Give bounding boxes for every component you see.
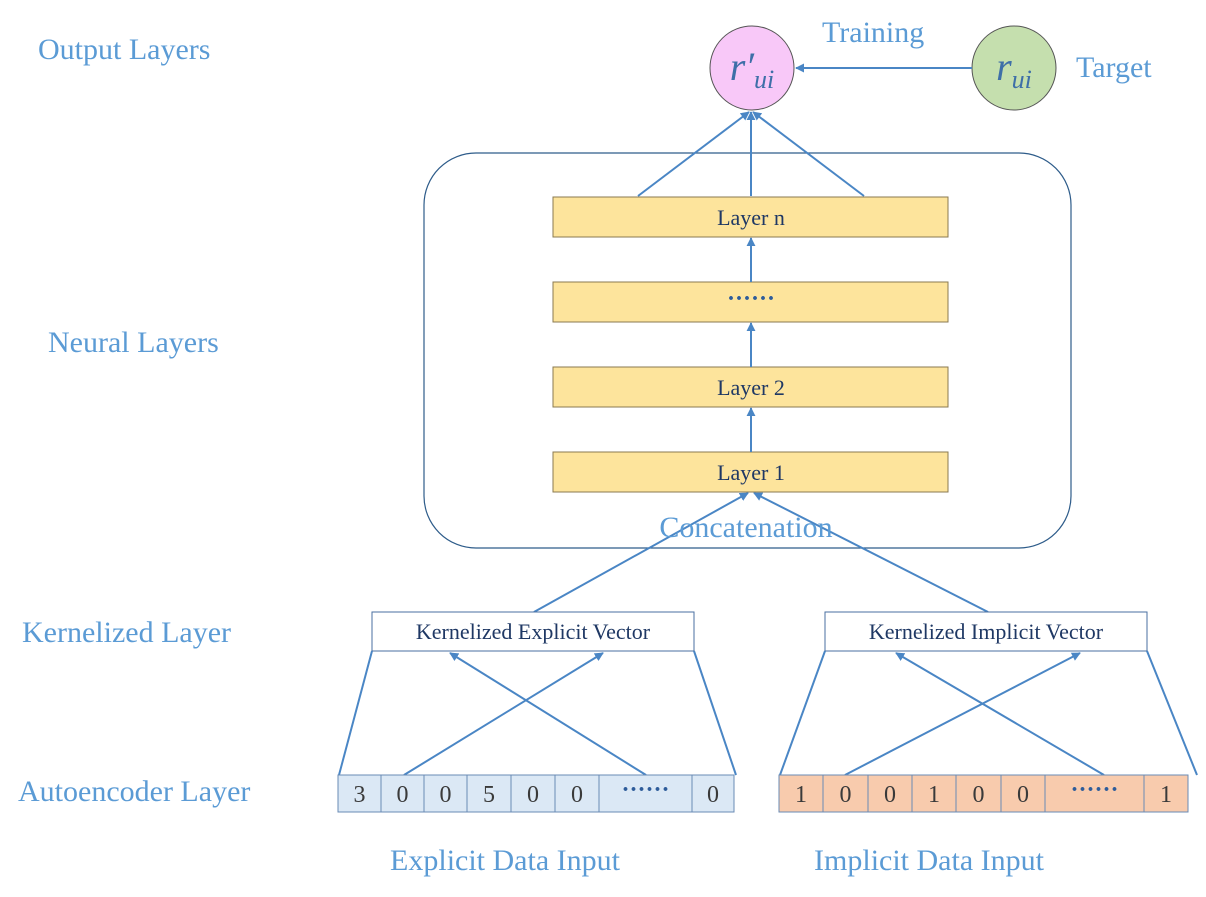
layer-2-block: Layer 2 [552,366,949,408]
concat-arrow-explicit [533,492,749,613]
explicit-input-cell-value: 0 [397,782,409,808]
explicit-input-cell: 5 [466,774,512,813]
kernelized-layer-label: Kernelized Layer [22,616,231,649]
implicit-input-cell: 0 [1000,774,1046,813]
implicit-input-cell-value: 0 [840,782,852,808]
prediction-node [709,25,795,111]
explicit-input-cell: 0 [554,774,600,813]
explicit-input-cell: 0 [423,774,468,813]
explicit-cross-arrow-1 [403,652,604,776]
concatenation-label: Concatenation [659,511,832,544]
target-symbol: rui [996,44,1032,94]
implicit-input-cell-value: 1 [1160,782,1172,808]
layer-1-block: Layer 1 [552,451,949,493]
output-arrow-right [752,111,865,197]
explicit-input-cell: ······ [598,774,693,813]
implicit-cross-arrow-1 [844,652,1081,776]
implicit-input-cell-value: 0 [973,782,985,808]
implicit-input-cell: 1 [1143,774,1189,813]
implicit-funnel-left [779,650,826,776]
layer-2-label: Layer 2 [717,375,785,400]
implicit-input-cell: 1 [778,774,824,813]
explicit-input-cell-value: 0 [571,782,583,808]
training-label: Training [822,16,924,49]
explicit-input-vector: 3 0 0 5 0 0 ······ 0 [337,774,735,813]
implicit-input-cell: 0 [867,774,913,813]
explicit-input-cell-value: 0 [527,782,539,808]
explicit-input-cell-value: 3 [354,782,366,808]
implicit-input-cell: 0 [955,774,1002,813]
implicit-cross-arrow-2 [895,652,1105,776]
prediction-symbol: r′ui [730,44,775,94]
output-arrow-left [637,111,750,197]
layer-ellipsis-block: ······ [552,281,949,323]
layer-n-label: Layer n [717,205,785,230]
target-label: Target [1076,51,1152,84]
explicit-input-cell-value: 5 [483,782,495,808]
concat-arrow-implicit [753,492,989,613]
layer-n-block: Layer n [552,196,949,238]
kernelized-implicit-label: Kernelized Implicit Vector [869,619,1104,644]
explicit-input-cell-value: 0 [440,782,452,808]
implicit-input-cell-value: 0 [884,782,896,808]
layer-ellipsis-label: ······ [727,286,775,312]
explicit-input-cell-value: 0 [707,782,719,808]
explicit-data-input-caption: Explicit Data Input [390,844,621,877]
autoencoder-layer-label: Autoencoder Layer [18,775,250,808]
implicit-input-cell: 0 [822,774,869,813]
explicit-funnel-right [693,650,737,776]
implicit-data-input-caption: Implicit Data Input [814,844,1045,877]
neural-layers-container [423,152,1072,549]
implicit-input-cell-value: 1 [928,782,940,808]
explicit-cross-arrow-2 [449,652,647,776]
implicit-input-cell-value: 1 [795,782,807,808]
explicit-input-cell: 0 [380,774,425,813]
explicit-input-cell: 3 [337,774,382,813]
neural-layers-label: Neural Layers [48,326,219,359]
layer-1-label: Layer 1 [717,460,785,485]
kernelized-explicit-vector: Kernelized Explicit Vector [371,611,695,652]
explicit-input-cell-value: ······ [621,777,669,803]
implicit-funnel-right [1146,650,1198,776]
implicit-input-vector: 1 0 0 1 0 0 ······ 1 [778,774,1189,813]
implicit-input-cell-value: 0 [1017,782,1029,808]
kernelized-explicit-label: Kernelized Explicit Vector [416,619,651,644]
explicit-funnel-left [338,650,373,776]
output-layers-label: Output Layers [38,33,210,66]
implicit-input-cell-value: ······ [1070,777,1118,803]
explicit-input-cell: 0 [510,774,556,813]
implicit-input-cell: ······ [1044,774,1145,813]
explicit-input-cell: 0 [691,774,735,813]
implicit-input-cell: 1 [911,774,957,813]
kernelized-implicit-vector: Kernelized Implicit Vector [824,611,1148,652]
